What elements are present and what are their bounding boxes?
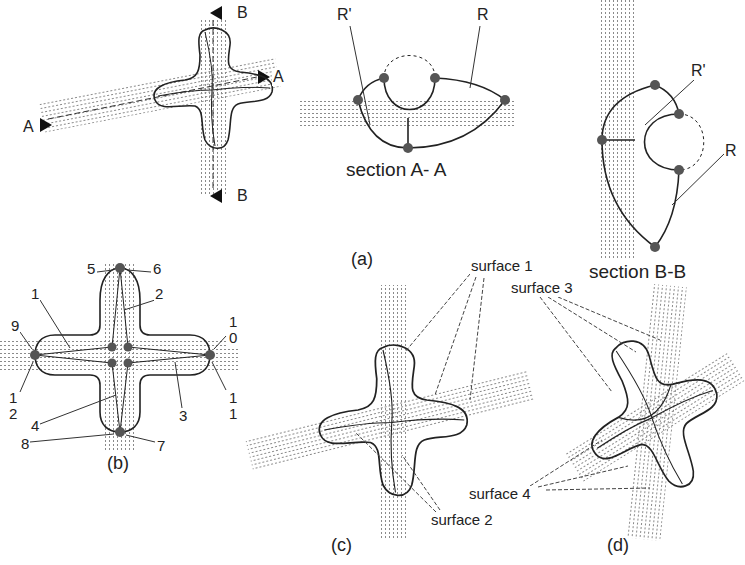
panel-label: (a) — [350, 250, 374, 270]
callout-number: 9 — [10, 318, 20, 335]
surface-label: surface 3 — [510, 280, 574, 297]
callout-number: 2 — [8, 406, 18, 423]
section-letter: A — [22, 118, 35, 136]
callout-number: 1 — [30, 286, 40, 303]
cylinders-c — [246, 285, 535, 540]
callout-number: 3 — [178, 408, 188, 425]
callout-leaders-b — [20, 270, 226, 442]
section-a-profile — [358, 56, 505, 149]
cylinders-d — [565, 284, 744, 541]
section-title: section B-B — [588, 262, 687, 283]
callout-number: 4 — [30, 418, 40, 435]
radius-label: R' — [336, 6, 353, 24]
callout-number: 1 — [228, 390, 238, 407]
callout-number: 7 — [156, 438, 166, 455]
radius-label: R — [476, 6, 490, 24]
surface-leaders-d — [530, 297, 660, 490]
node-shape-b — [35, 268, 210, 432]
callout-number: 5 — [86, 261, 96, 278]
panel-label: (b) — [106, 454, 130, 474]
callout-number: 2 — [154, 286, 164, 303]
node-shape-c — [319, 345, 467, 495]
section-b-profile — [602, 85, 704, 247]
surface-label: surface 2 — [430, 512, 494, 529]
section-a-dots — [353, 73, 510, 153]
cylinders-b — [0, 262, 240, 450]
section-letter: B — [236, 187, 249, 205]
callout-number: 0 — [228, 330, 238, 347]
node-dots-b — [30, 263, 215, 437]
callout-number: 6 — [152, 261, 162, 278]
radius-label: R' — [690, 62, 707, 80]
section-band — [600, 0, 636, 258]
radius-leaders-a — [350, 26, 480, 125]
callout-number: 1 — [8, 390, 18, 407]
surface-label: surface 1 — [470, 258, 534, 275]
cylinders-a — [39, 18, 280, 196]
callout-number: 8 — [20, 436, 30, 453]
radius-label: R — [724, 142, 738, 160]
node-shape-a — [154, 28, 272, 148]
callout-number: 1 — [228, 314, 238, 331]
panel-label: (d) — [606, 536, 630, 556]
panel-label: (c) — [330, 536, 353, 556]
surface-label: surface 4 — [468, 486, 532, 503]
section-b-dots — [597, 80, 684, 252]
surface-leaders-c — [355, 274, 484, 512]
radius-leaders-b — [645, 80, 726, 205]
section-letter: A — [272, 68, 285, 86]
section-letter: B — [236, 4, 249, 22]
node-shape-d — [560, 317, 745, 513]
callout-number: 1 — [228, 406, 238, 423]
section-title: section A- A — [345, 160, 447, 181]
